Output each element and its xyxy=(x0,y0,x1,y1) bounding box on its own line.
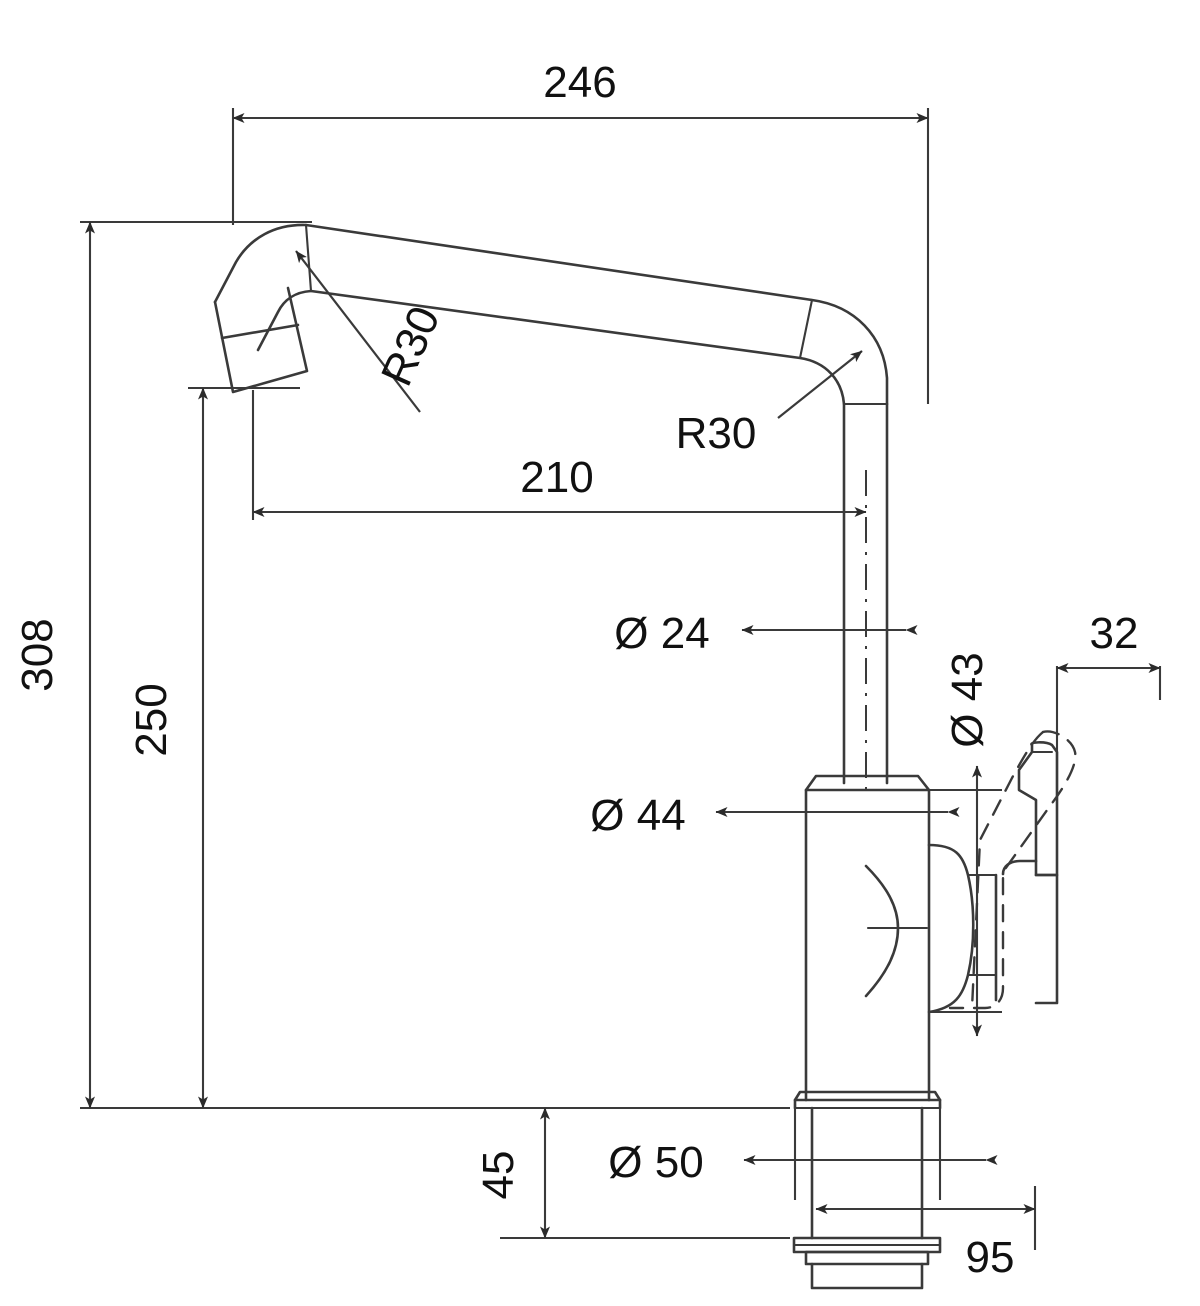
dim-label-hub-dia-43: Ø 43 xyxy=(943,652,992,747)
dim-label-handle-offset-32: 32 xyxy=(1090,609,1139,658)
spout-left-outer-bend xyxy=(213,223,308,304)
dim-label-shank-len-45: 45 xyxy=(474,1151,523,1200)
dim-label-radius-right-r30: R30 xyxy=(676,409,757,458)
spout-outer-profile xyxy=(304,223,889,406)
spout-seam-right xyxy=(798,298,814,360)
lever-handle-alt-position xyxy=(948,730,1077,1010)
leader-r30-left xyxy=(295,250,421,413)
leader-r30-right xyxy=(777,350,863,419)
threaded-tail xyxy=(810,1262,924,1290)
dim-label-shank-dia-50: Ø 50 xyxy=(608,1138,703,1187)
dimension-text-group: 246 308 250 210 R30 R30 Ø 24 Ø 44 Ø 43 3… xyxy=(13,58,1138,1282)
dim-label-body-dia-44: Ø 44 xyxy=(590,791,685,840)
base-flange-top xyxy=(793,1090,942,1102)
dim-label-spout-height-250: 250 xyxy=(127,683,176,756)
dim-label-tube-dia-24: Ø 24 xyxy=(614,609,709,658)
dim-label-reach-246: 246 xyxy=(543,58,616,107)
dimension-lines xyxy=(80,108,1162,1250)
dim-label-height-308: 308 xyxy=(13,618,62,691)
mounting-washer xyxy=(792,1236,942,1254)
handle-hub-lower-curve xyxy=(864,864,900,998)
spout-outlet-nozzle xyxy=(213,286,309,394)
faucet-part-geometry xyxy=(213,223,1077,1290)
body-shoulder xyxy=(804,774,931,792)
lever-handle-alt-inner xyxy=(970,730,1045,1010)
dim-label-spout-reach-210: 210 xyxy=(520,453,593,502)
lever-handle-neck-seam xyxy=(1018,789,1037,801)
lever-handle-skirt xyxy=(1034,873,1059,1005)
mounting-washer-lower xyxy=(804,1250,930,1266)
spout-outlet-seam xyxy=(220,323,300,340)
dim-label-base-depth-95: 95 xyxy=(966,1233,1015,1282)
spout-seam-left xyxy=(304,223,313,293)
spout-left-inner-bend xyxy=(256,289,313,352)
